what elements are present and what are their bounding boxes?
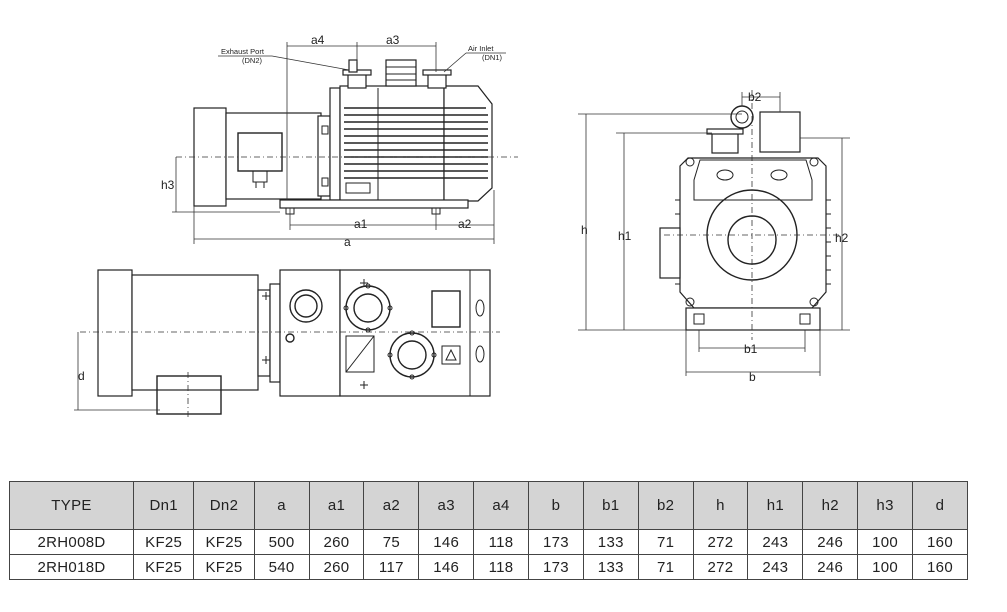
table-cell: 173	[527, 554, 584, 580]
table-cell: 243	[747, 529, 804, 555]
table-row: 2RH018D KF25 KF25 540 260 117 146 118 17…	[9, 554, 968, 580]
table-header-cell: h3	[857, 481, 913, 530]
table-header-cell: d	[912, 481, 968, 530]
dim-b2-label: b2	[748, 90, 762, 104]
table-cell: 260	[308, 554, 365, 580]
exhaust-port-label: Exhaust Port	[221, 47, 265, 56]
top-exhaust-flange	[345, 285, 391, 331]
table-cell: 243	[747, 554, 804, 580]
end-base	[685, 307, 821, 331]
table-row: 2RH008D KF25 KF25 500 260 75 146 118 173…	[9, 529, 968, 555]
table-cell: 133	[582, 529, 639, 555]
side-view	[172, 42, 518, 244]
dim-b1-label: b1	[744, 342, 758, 356]
dim-a-label: a	[344, 235, 351, 249]
dim-b-label: b	[749, 370, 756, 384]
table-cell: 118	[473, 529, 529, 555]
table-cell: 146	[418, 554, 475, 580]
air-inlet-label: Air Inlet	[468, 44, 494, 53]
table-cell: 117	[363, 554, 420, 580]
top-view	[74, 269, 500, 420]
side-base-plate	[279, 199, 469, 209]
dim-a2-label: a2	[458, 217, 472, 231]
top-motor-body	[131, 274, 259, 391]
table-header-cell: a4	[473, 481, 529, 530]
dim-d-label: d	[78, 369, 85, 383]
table-cell: 118	[473, 554, 529, 580]
dim-h3-label: h3	[161, 178, 175, 192]
table-cell: 2RH018D	[9, 554, 134, 580]
dim-a1-label: a1	[354, 217, 368, 231]
spec-table: TYPE Dn1 Dn2 a a1 a2 a3 a4 b b1 b2 h h1 …	[9, 481, 968, 580]
table-cell: KF25	[193, 554, 255, 580]
table-cell: 246	[802, 554, 859, 580]
table-header-cell: TYPE	[9, 481, 134, 530]
side-gas-ballast	[385, 59, 417, 87]
table-header-cell: b2	[637, 481, 694, 530]
table-header-cell: Dn1	[132, 481, 195, 530]
technical-drawing: Exhaust Port (DN2) Air Inlet (DN1) a4 a3…	[74, 33, 850, 420]
table-header-cell: h2	[802, 481, 859, 530]
table-cell: KF25	[193, 529, 255, 555]
dim-h1-label: h1	[618, 229, 632, 243]
dim-a4-label: a4	[311, 33, 325, 47]
table-cell: 75	[363, 529, 420, 555]
table-cell: 246	[802, 529, 859, 555]
table-cell: KF25	[132, 529, 195, 555]
table-cell: 272	[692, 554, 749, 580]
table-cell: 260	[308, 529, 365, 555]
table-cell: 146	[418, 529, 475, 555]
table-header-cell: b1	[582, 481, 639, 530]
table-cell: KF25	[132, 554, 195, 580]
table-header-row: TYPE Dn1 Dn2 a a1 a2 a3 a4 b b1 b2 h h1 …	[9, 481, 968, 530]
side-exhaust-port	[347, 73, 367, 89]
air-inlet-dn-label: (DN1)	[482, 53, 503, 62]
table-cell: 160	[912, 554, 968, 580]
table-cell: 173	[527, 529, 584, 555]
table-cell: 272	[692, 529, 749, 555]
side-motor-body	[225, 112, 322, 200]
top-motor-cap	[97, 269, 133, 397]
table-cell: 160	[912, 529, 968, 555]
table-header-cell: a3	[418, 481, 475, 530]
table-cell: 540	[253, 554, 310, 580]
table-header-cell: b	[527, 481, 584, 530]
table-header-cell: a2	[363, 481, 420, 530]
table-header-cell: h1	[747, 481, 804, 530]
end-view	[578, 90, 850, 376]
end-housing	[679, 157, 827, 309]
table-header-cell: a	[253, 481, 310, 530]
dim-a3-label: a3	[386, 33, 400, 47]
exhaust-port-dn-label: (DN2)	[242, 56, 263, 65]
side-air-inlet	[427, 73, 447, 89]
table-cell: 100	[857, 529, 913, 555]
table-cell: 500	[253, 529, 310, 555]
table-header-cell: h	[692, 481, 749, 530]
top-inlet-flange	[389, 332, 435, 378]
table-header-cell: a1	[308, 481, 365, 530]
dim-h-label: h	[581, 223, 588, 237]
table-cell: 2RH008D	[9, 529, 134, 555]
table-header-cell: Dn2	[193, 481, 255, 530]
end-gas-ballast	[759, 111, 801, 153]
table-cell: 100	[857, 554, 913, 580]
table-cell: 71	[637, 529, 694, 555]
table-cell: 133	[582, 554, 639, 580]
table-cell: 71	[637, 554, 694, 580]
dim-h2-label: h2	[835, 231, 849, 245]
